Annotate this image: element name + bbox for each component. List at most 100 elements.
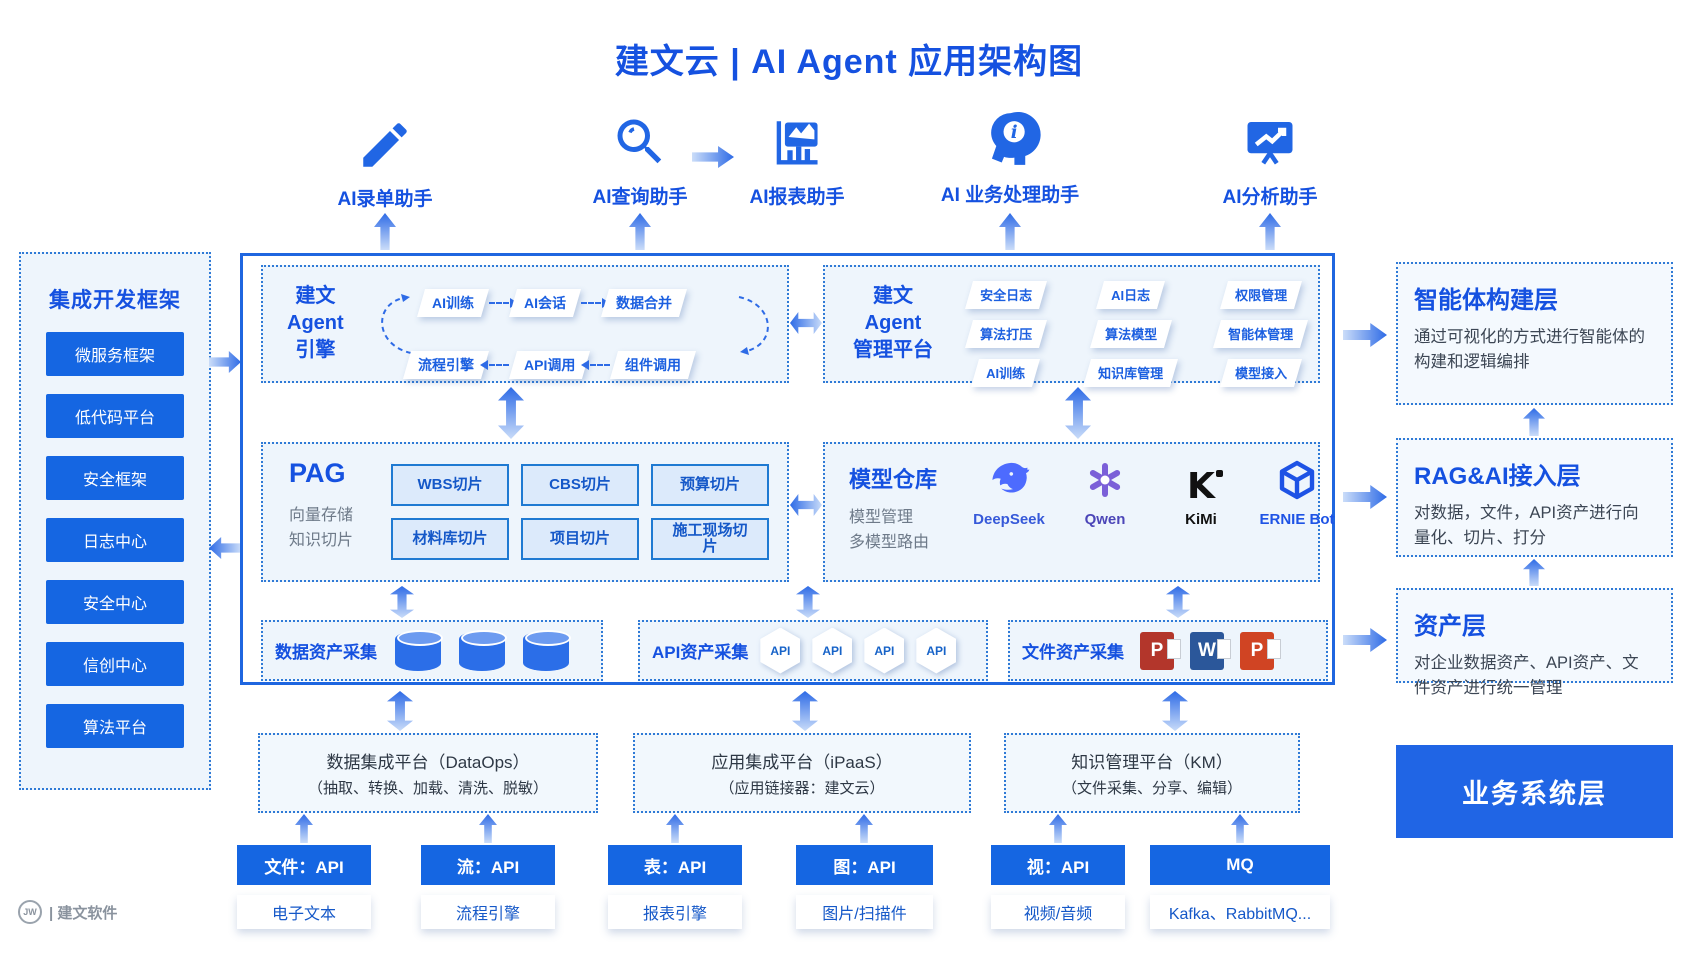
platform-km: 知识管理平台（KM） （文件采集、分享、编辑） [1004, 733, 1300, 813]
pag-chip: 施工现场切片 [651, 518, 769, 560]
data-asset-collector-box: 数据资产采集 [261, 620, 603, 681]
source-button-file-api: 文件：API [237, 845, 371, 885]
double-arrow-vertical [796, 586, 820, 618]
management-tag: 模型接入 [1219, 359, 1303, 387]
layer-agent-building: 智能体构建层 通过可视化的方式进行智能体的构建和逻辑编排 [1396, 262, 1673, 405]
source-label: 图片/扫描件 [796, 895, 933, 929]
management-tag: 智能体管理 [1213, 320, 1309, 348]
tag-label: 权限管理 [1235, 288, 1288, 303]
management-tag: AI日志 [1096, 281, 1166, 309]
tag-label: AI日志 [1111, 288, 1151, 303]
deepseek-logo-icon [986, 460, 1032, 505]
pag-chip: 材料库切片 [391, 518, 509, 560]
layer-desc: 对数据，文件，API资产进行向量化、切片、打分 [1414, 504, 1639, 547]
business-system-layer: 业务系统层 [1396, 745, 1673, 838]
cycle-chip-label: 组件调用 [625, 357, 682, 373]
panel-title: 集成开发框架 [49, 289, 181, 312]
management-title-line: 管理平台 [853, 339, 933, 361]
presentation-chart-icon [1240, 110, 1300, 172]
pag-subtitle: 向量存储 知识切片 [289, 504, 353, 554]
assistant-label: AI查询助手 [592, 187, 688, 208]
pag-chip: 项目切片 [521, 518, 639, 560]
source-button-image-api: 图：API [796, 845, 933, 885]
file-letter: W [1198, 639, 1216, 661]
pencil-icon [356, 112, 414, 174]
database-icon [395, 629, 443, 671]
model-kimi: K KiMi [1163, 460, 1239, 528]
svg-text:i: i [1011, 122, 1018, 143]
file-asset-collector-box: 文件资产采集 P W P [1008, 620, 1328, 681]
api-hexagon-icon: API [760, 627, 801, 674]
source-label: 视频/音频 [991, 895, 1125, 929]
layer-asset: 资产层 对企业数据资产、API资产、文件资产进行统一管理 [1396, 588, 1673, 697]
engine-title-line: 引擎 [295, 339, 336, 361]
agent-engine-box: 建文 Agent 引擎 AI训练 AI会话 数据合并 流程引擎 [261, 265, 789, 383]
api-hexagon-icon: API [812, 627, 853, 674]
pag-box: PAG 向量存储 知识切片 WBS切片 CBS切片 预算切片 材料库切片 项目切… [261, 442, 789, 582]
pag-chip: CBS切片 [521, 464, 639, 506]
engine-title: 建文 Agent 引擎 [287, 283, 344, 364]
qwen-logo-icon [1085, 460, 1125, 505]
sidebar-item-security-framework: 安全框架 [46, 456, 184, 500]
up-arrow [1523, 408, 1545, 436]
model-hub-subtitle-line: 模型管理 [849, 509, 914, 526]
source-label: Kafka、RabbitMQ... [1150, 895, 1330, 929]
up-arrow [629, 213, 651, 250]
file-asset-label: 文件资产采集 [1022, 643, 1124, 662]
sidebar-item-xinchuang-center: 信创中心 [46, 642, 184, 686]
core-platform-container: 建文 Agent 引擎 AI训练 AI会话 数据合并 流程引擎 [240, 253, 1335, 685]
layer-title: 智能体构建层 [1414, 287, 1558, 314]
assistant-label: AI分析助手 [1222, 187, 1318, 208]
company-name: | 建文软件 [49, 904, 118, 922]
left-arrow [209, 537, 241, 559]
data-asset-label: 数据资产采集 [275, 643, 377, 662]
up-arrow [999, 213, 1021, 250]
source-button-stream-api: 流：API [421, 845, 555, 885]
pag-title: PAG [289, 458, 346, 488]
sidebar-item-microservice: 微服务框架 [46, 332, 184, 376]
database-icon [459, 629, 507, 671]
management-tag: 算法模型 [1089, 320, 1173, 348]
dashed-arrow-right-icon [581, 298, 610, 308]
api-badge: API [864, 627, 905, 674]
right-arrow [209, 351, 241, 373]
cycle-chip-label: 流程引擎 [418, 357, 474, 373]
double-arrow-vertical [498, 387, 524, 439]
management-tag: 知识库管理 [1083, 359, 1179, 387]
up-arrow [855, 814, 873, 843]
management-tag: 安全日志 [964, 281, 1048, 309]
page-corner [1167, 638, 1181, 659]
jw-logo-icon: JW [18, 900, 42, 924]
double-arrow-horizontal [790, 312, 822, 334]
assistant-label: AI录单助手 [337, 189, 433, 210]
tag-label: 知识库管理 [1098, 366, 1164, 381]
sidebar-item-security-center: 安全中心 [46, 580, 184, 624]
api-badge: API [812, 627, 853, 674]
layer-rag-ai: RAG&AI接入层 对数据，文件，API资产进行向量化、切片、打分 [1396, 438, 1673, 557]
platform-dataops: 数据集成平台（DataOps） （抽取、转换、加载、清洗、脱敏） [258, 733, 598, 813]
company-logo: JW | 建文软件 [18, 900, 117, 924]
model-hub-title: 模型仓库 [849, 467, 938, 492]
management-tag: 权限管理 [1219, 281, 1303, 309]
management-title-line: 建文 [873, 285, 913, 307]
pag-subtitle-line: 知识切片 [289, 531, 354, 549]
api-hexagon-icon: API [916, 627, 957, 674]
double-arrow-vertical [792, 691, 818, 731]
model-label: ERNIE Bot [1259, 511, 1335, 528]
cycle-chip-label: AI会话 [524, 295, 566, 311]
word-file-icon: W [1190, 631, 1231, 670]
double-arrow-vertical [1166, 586, 1190, 618]
cycle-chip: 数据合并 [600, 289, 688, 317]
api-hexagon-icon: API [864, 627, 905, 674]
double-arrow-vertical [1162, 691, 1188, 731]
source-button-video-api: 视：API [991, 845, 1125, 885]
integration-dev-framework-panel: 集成开发框架 微服务框架 低代码平台 安全框架 日志中心 安全中心 信创中心 算… [19, 252, 211, 790]
double-arrow-vertical [387, 691, 413, 731]
right-arrow [1343, 485, 1387, 509]
platform-title: 数据集成平台（DataOps） [326, 753, 530, 772]
model-qwen: Qwen [1067, 460, 1143, 528]
api-badge: API [760, 627, 801, 674]
tag-label: 算法打压 [980, 327, 1033, 342]
search-icon [610, 110, 670, 172]
